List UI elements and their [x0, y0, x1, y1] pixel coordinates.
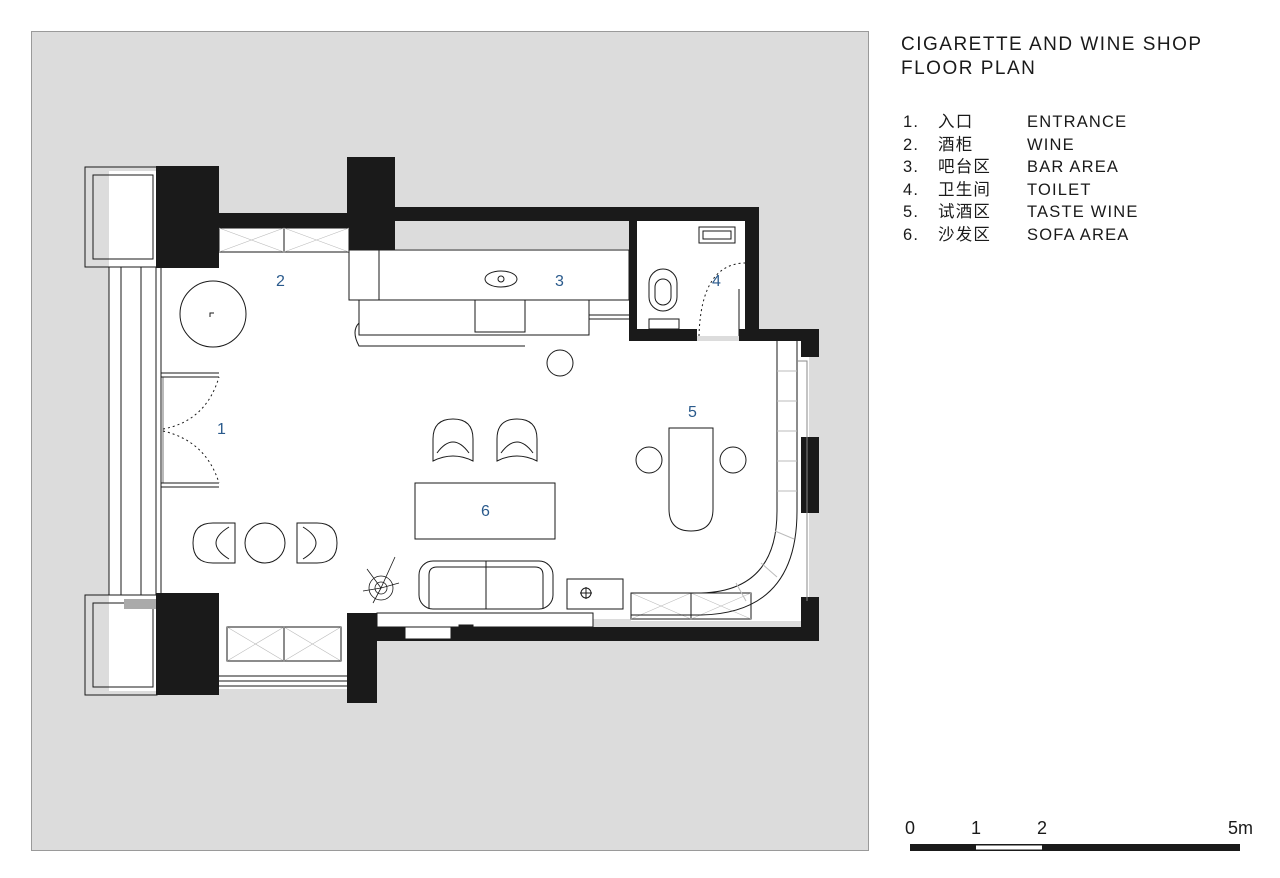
floor-plan-panel: 1 2 3 4 5 6 [31, 31, 869, 851]
sofa-area-furniture [414, 418, 556, 610]
sink-cabinet [566, 578, 624, 610]
scale-label-5m: 5m [1228, 818, 1254, 838]
plant-icon [362, 556, 400, 604]
legend-chinese: 入口 [938, 112, 974, 131]
room-label-1: 1 [217, 421, 226, 438]
plan-title-line1: CIGARETTE AND WINE SHOP [901, 34, 1203, 55]
scale-label-1: 1 [971, 818, 982, 838]
round-display-table [179, 280, 247, 348]
toilet-fixtures [648, 226, 747, 337]
room-label-6: 6 [481, 503, 490, 520]
grey-sill [124, 599, 156, 609]
plan-title-line2: FLOOR PLAN [901, 58, 1037, 79]
legend-number: 6. [903, 225, 920, 244]
room-label-5: 5 [688, 404, 697, 421]
room-label-4: 4 [712, 273, 721, 290]
entrance-doors [161, 372, 220, 488]
floor-plan-drawing: 1 2 3 4 5 6 [84, 157, 819, 703]
legend-chinese: 卫生间 [938, 179, 992, 199]
walls [156, 157, 819, 703]
legend-number: 5. [903, 203, 920, 221]
legend-english: TOILET [1027, 180, 1092, 199]
lounge-chairs [192, 522, 338, 564]
scale-label-2: 2 [1037, 818, 1048, 838]
bottom-wall-details [376, 612, 594, 640]
legend-english: SOFA AREA [1027, 225, 1130, 244]
legend-chinese: 酒柜 [938, 134, 974, 154]
legend-chinese: 吧台区 [938, 157, 992, 176]
legend-english: ENTRANCE [1027, 113, 1128, 131]
wine-cabinets [218, 227, 752, 662]
bar-counter [348, 249, 630, 377]
scale-label-0: 0 [905, 818, 916, 838]
scale-bar-graphic [910, 844, 1240, 851]
room-label-3: 3 [555, 273, 564, 290]
legend-english: BAR AREA [1027, 158, 1120, 176]
room-labels: 1 2 3 4 5 6 [217, 273, 721, 520]
curved-wine-wall [631, 341, 808, 616]
legend-english: TASTE WINE [1027, 203, 1139, 221]
legend-number: 2. [903, 135, 920, 154]
legend-chinese: 试酒区 [938, 202, 992, 221]
legend-number: 4. [903, 180, 920, 199]
legend-english: WINE [1027, 135, 1075, 154]
left-window-frames [84, 166, 347, 696]
legend-number: 3. [903, 158, 920, 176]
plan-title: CIGARETTE AND WINE SHOP FLOOR PLAN [901, 33, 1203, 81]
scale-bar: 0 1 2 5m [895, 818, 1265, 858]
tasting-table [635, 427, 747, 532]
coffee-table [414, 482, 556, 540]
bar-stool [546, 349, 574, 377]
legend-chinese: 沙发区 [938, 224, 992, 244]
room-label-2: 2 [276, 273, 285, 290]
legend-number: 1. [903, 113, 920, 131]
